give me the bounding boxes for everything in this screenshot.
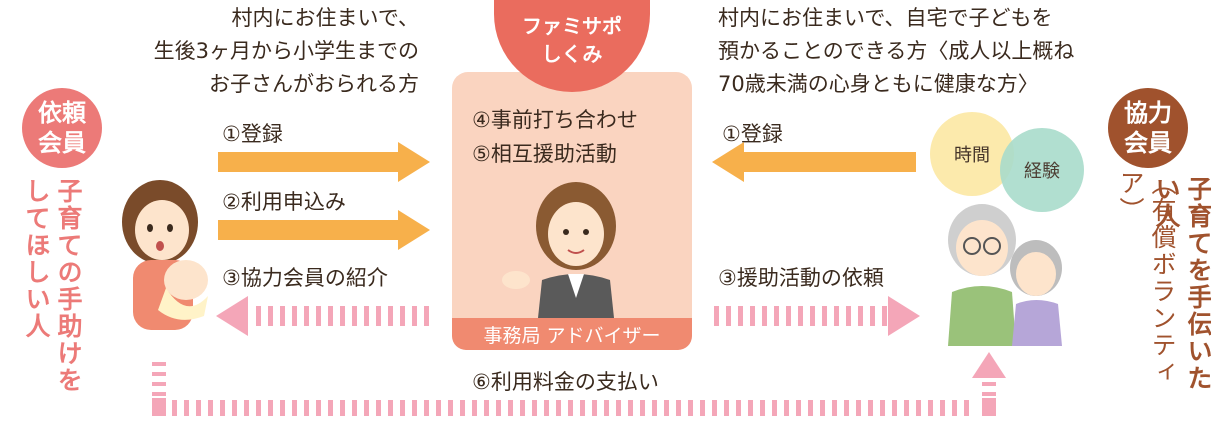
payment-label: ⑥利用料金の支払い [472, 370, 659, 394]
advisor-illustration [502, 182, 616, 318]
left-desc-line1: 村内にお住まいで、 [231, 6, 419, 30]
center-step-support: ⑤相互援助活動 [472, 142, 617, 166]
paid-volunteer-note: （有償ボランティア） [1116, 170, 1177, 386]
left-desc-line2: 生後3ヶ月から小学生までの [153, 39, 419, 63]
left-desc-line3: お子さんがおられる方 [209, 72, 419, 96]
register-arrow-right [712, 142, 916, 182]
right-step-request: ③援助活動の依頼 [718, 266, 884, 290]
secretariat-advisor-label: 事務局 アドバイザー [452, 318, 692, 350]
requesting-member-badge-line2: 会員 [38, 129, 86, 157]
left-step-register: ①登録 [222, 122, 283, 146]
supporting-member-criteria: 村内にお住まいで、自宅で子どもを 預かることのできる方〈成人以上概ね 70歳未満… [718, 2, 1074, 101]
payment-arrow-path [152, 352, 1006, 416]
requesting-member-badge-line1: 依頼 [38, 99, 86, 127]
experience-bubble: 経験 [1000, 128, 1084, 212]
left-step-introduce: ③協力会員の紹介 [222, 266, 388, 290]
supporting-member-badge-line2: 会員 [1124, 129, 1172, 157]
right-desc-line1: 村内にお住まいで、自宅で子どもを [718, 6, 1053, 30]
time-bubble-label: 時間 [954, 145, 990, 166]
requesting-member-criteria: 村内にお住まいで、 生後3ヶ月から小学生までの お子さんがおられる方 [154, 2, 419, 101]
experience-bubble-label: 経験 [1024, 161, 1060, 182]
left-step-apply: ②利用申込み [222, 190, 346, 214]
right-desc-line3: 70歳未満の心身ともに健康な方〉 [718, 72, 1039, 96]
register-arrow-left [218, 142, 430, 182]
supporting-member-description: 子育てを手伝いたい人 [1152, 176, 1211, 392]
center-step-meeting: ④事前打ち合わせ [472, 108, 638, 132]
right-step-register: ①登録 [722, 122, 783, 146]
time-bubble: 時間 [930, 112, 1014, 196]
supporting-member-badge: 協力 会員 [1108, 88, 1188, 168]
apply-arrow [218, 210, 430, 250]
requesting-member-description: 子育ての手助けをしてほしい人 [22, 178, 83, 394]
supporting-member-badge-line1: 協力 [1124, 99, 1172, 127]
requesting-member-badge: 依頼 会員 [22, 88, 102, 168]
logo-line2: しくみ [541, 42, 603, 66]
mother-baby-illustration [122, 180, 208, 330]
right-desc-line2: 預かることのできる方〈成人以上概ね [718, 39, 1075, 63]
introduce-arrow [216, 296, 429, 336]
elderly-couple-illustration [948, 204, 1062, 346]
logo-line1: ファミサポ [522, 14, 622, 38]
request-arrow [714, 296, 920, 336]
